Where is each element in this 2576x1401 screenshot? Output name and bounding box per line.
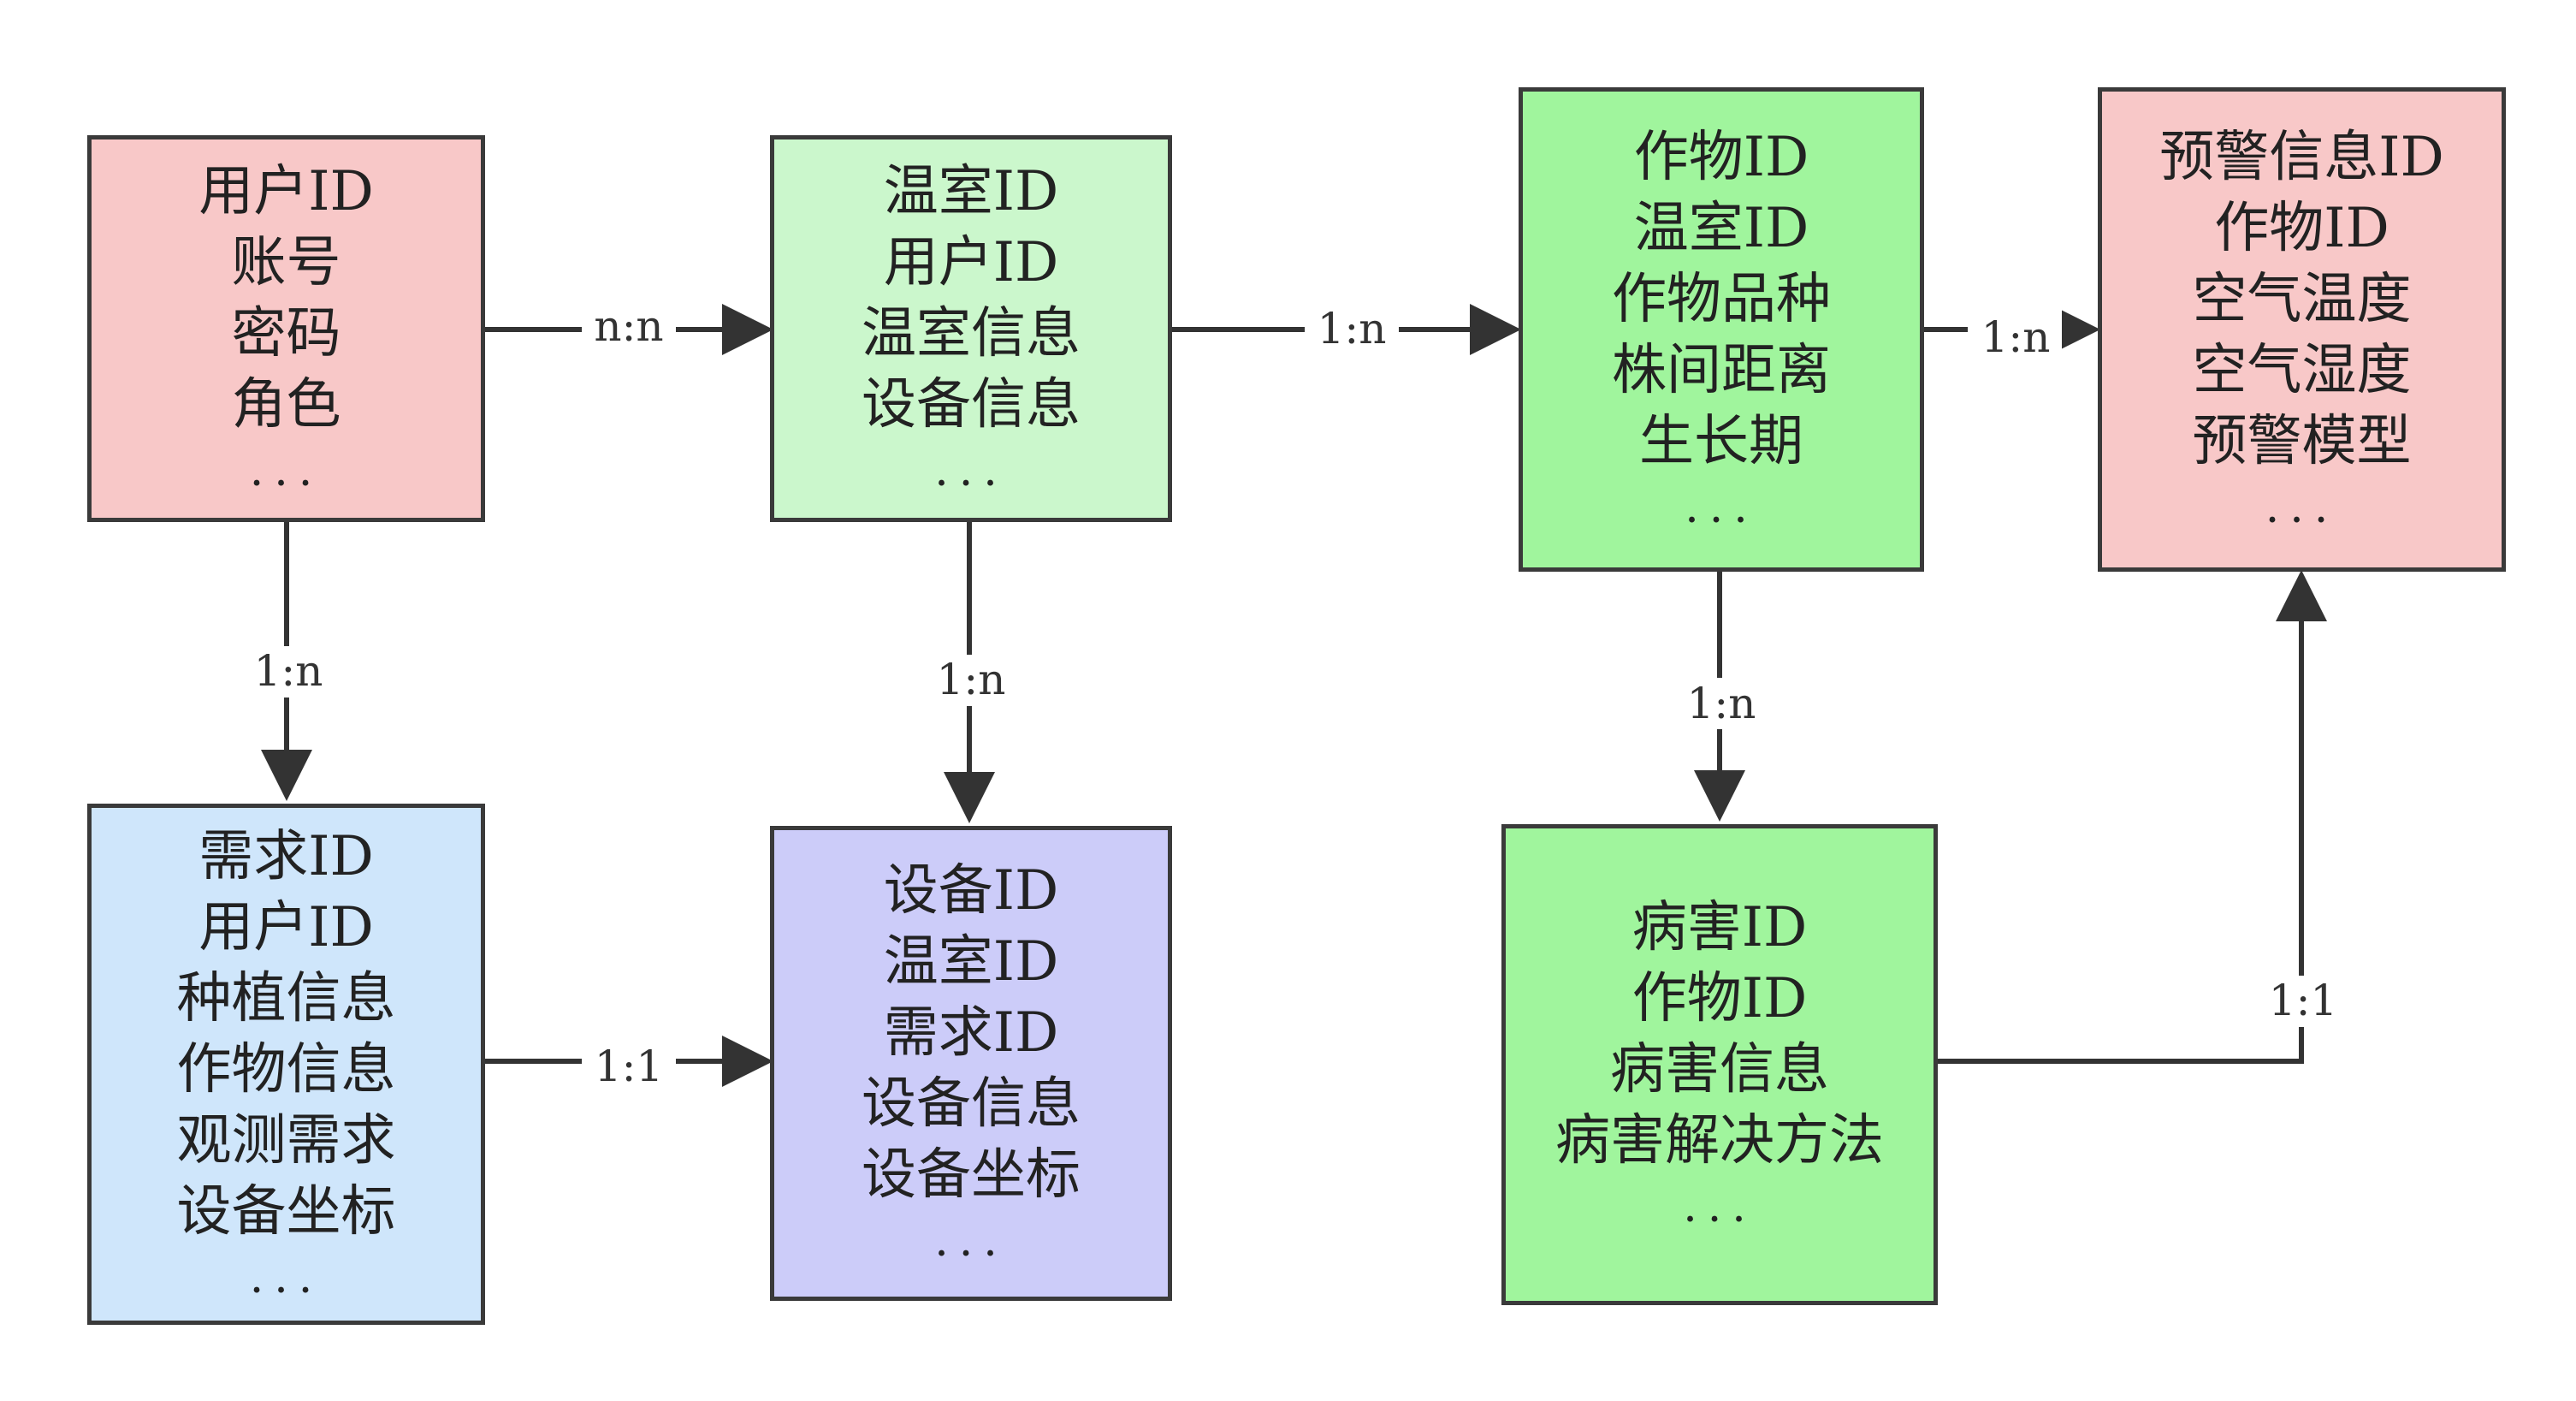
more-ellipsis: ... bbox=[934, 445, 1008, 496]
field: 生长期 bbox=[1639, 409, 1803, 473]
field: 温室ID bbox=[1633, 196, 1809, 260]
edge-user-demand: 1:n bbox=[244, 522, 329, 801]
field: 需求ID bbox=[198, 824, 374, 888]
more-ellipsis: ... bbox=[249, 1251, 323, 1303]
field: 观测需求 bbox=[176, 1108, 396, 1172]
field: 温室ID bbox=[883, 160, 1059, 223]
field: 设备坐标 bbox=[862, 1143, 1081, 1207]
field: 作物品种 bbox=[1612, 267, 1831, 331]
edge-user-greenhouse: n:n bbox=[485, 301, 773, 355]
entity-device: 设备ID 温室ID 需求ID 设备信息 设备坐标 ... bbox=[770, 826, 1172, 1301]
entity-disease: 病害ID 作物ID 病害信息 病害解决方法 ... bbox=[1501, 824, 1938, 1305]
edge-demand-device: 1:1 bbox=[485, 1036, 773, 1091]
field: 空气湿度 bbox=[2192, 338, 2412, 402]
edge-greenhouse-device: 1:n bbox=[927, 522, 1012, 823]
label-disease-warning: 1:1 bbox=[2269, 976, 2337, 1025]
label-greenhouse-device: 1:n bbox=[937, 655, 1006, 704]
field: 设备ID bbox=[883, 859, 1059, 923]
label-user-greenhouse: n:n bbox=[594, 301, 663, 351]
label-greenhouse-crop: 1:n bbox=[1318, 304, 1387, 353]
field: 角色 bbox=[231, 373, 341, 436]
field: 设备信息 bbox=[862, 373, 1081, 436]
entity-warning: 预警信息ID 作物ID 空气温度 空气湿度 预警模型 ... bbox=[2098, 87, 2506, 572]
label-demand-device: 1:1 bbox=[595, 1042, 663, 1091]
field: 病害信息 bbox=[1610, 1038, 1829, 1101]
field: 用户ID bbox=[198, 160, 374, 223]
field: 设备信息 bbox=[862, 1072, 1081, 1136]
field: 密码 bbox=[231, 302, 341, 365]
field: 种植信息 bbox=[176, 966, 396, 1030]
field: 用户ID bbox=[198, 895, 374, 959]
field: 作物ID bbox=[2214, 196, 2389, 260]
entity-greenhouse: 温室ID 用户ID 温室信息 设备信息 ... bbox=[770, 135, 1172, 522]
edge-crop-disease: 1:n bbox=[1677, 572, 1762, 822]
more-ellipsis: ... bbox=[934, 1215, 1008, 1267]
more-ellipsis: ... bbox=[1685, 481, 1758, 533]
entity-crop: 作物ID 温室ID 作物品种 株间距离 生长期 ... bbox=[1519, 87, 1924, 572]
more-ellipsis: ... bbox=[1683, 1181, 1756, 1232]
field: 作物ID bbox=[1633, 125, 1809, 189]
label-crop-warning: 1:n bbox=[1981, 312, 2051, 362]
field: 预警模型 bbox=[2192, 409, 2412, 473]
field: 空气温度 bbox=[2192, 267, 2412, 331]
entity-user: 用户ID 账号 密码 角色 ... bbox=[87, 135, 485, 522]
field: 需求ID bbox=[883, 1001, 1059, 1065]
field: 预警信息ID bbox=[2159, 125, 2444, 189]
edge-disease-warning: 1:1 bbox=[1938, 570, 2344, 1064]
label-user-demand: 1:n bbox=[254, 646, 323, 696]
edge-greenhouse-crop: 1:n bbox=[1172, 304, 1521, 355]
more-ellipsis: ... bbox=[249, 445, 323, 496]
field: 病害解决方法 bbox=[1555, 1109, 1884, 1172]
field: 病害ID bbox=[1631, 896, 1808, 959]
field: 株间距离 bbox=[1612, 338, 1831, 402]
field: 作物ID bbox=[1631, 967, 1808, 1030]
field: 作物信息 bbox=[176, 1037, 396, 1101]
field: 温室ID bbox=[883, 930, 1059, 994]
edge-crop-warning: 1:n bbox=[1924, 304, 2100, 362]
field: 设备坐标 bbox=[176, 1179, 396, 1244]
more-ellipsis: ... bbox=[2265, 481, 2339, 533]
entity-demand: 需求ID 用户ID 种植信息 作物信息 观测需求 设备坐标 ... bbox=[87, 804, 485, 1325]
field: 温室信息 bbox=[862, 302, 1081, 365]
field: 用户ID bbox=[883, 231, 1059, 294]
label-crop-disease: 1:n bbox=[1687, 679, 1756, 728]
field: 账号 bbox=[231, 231, 341, 294]
